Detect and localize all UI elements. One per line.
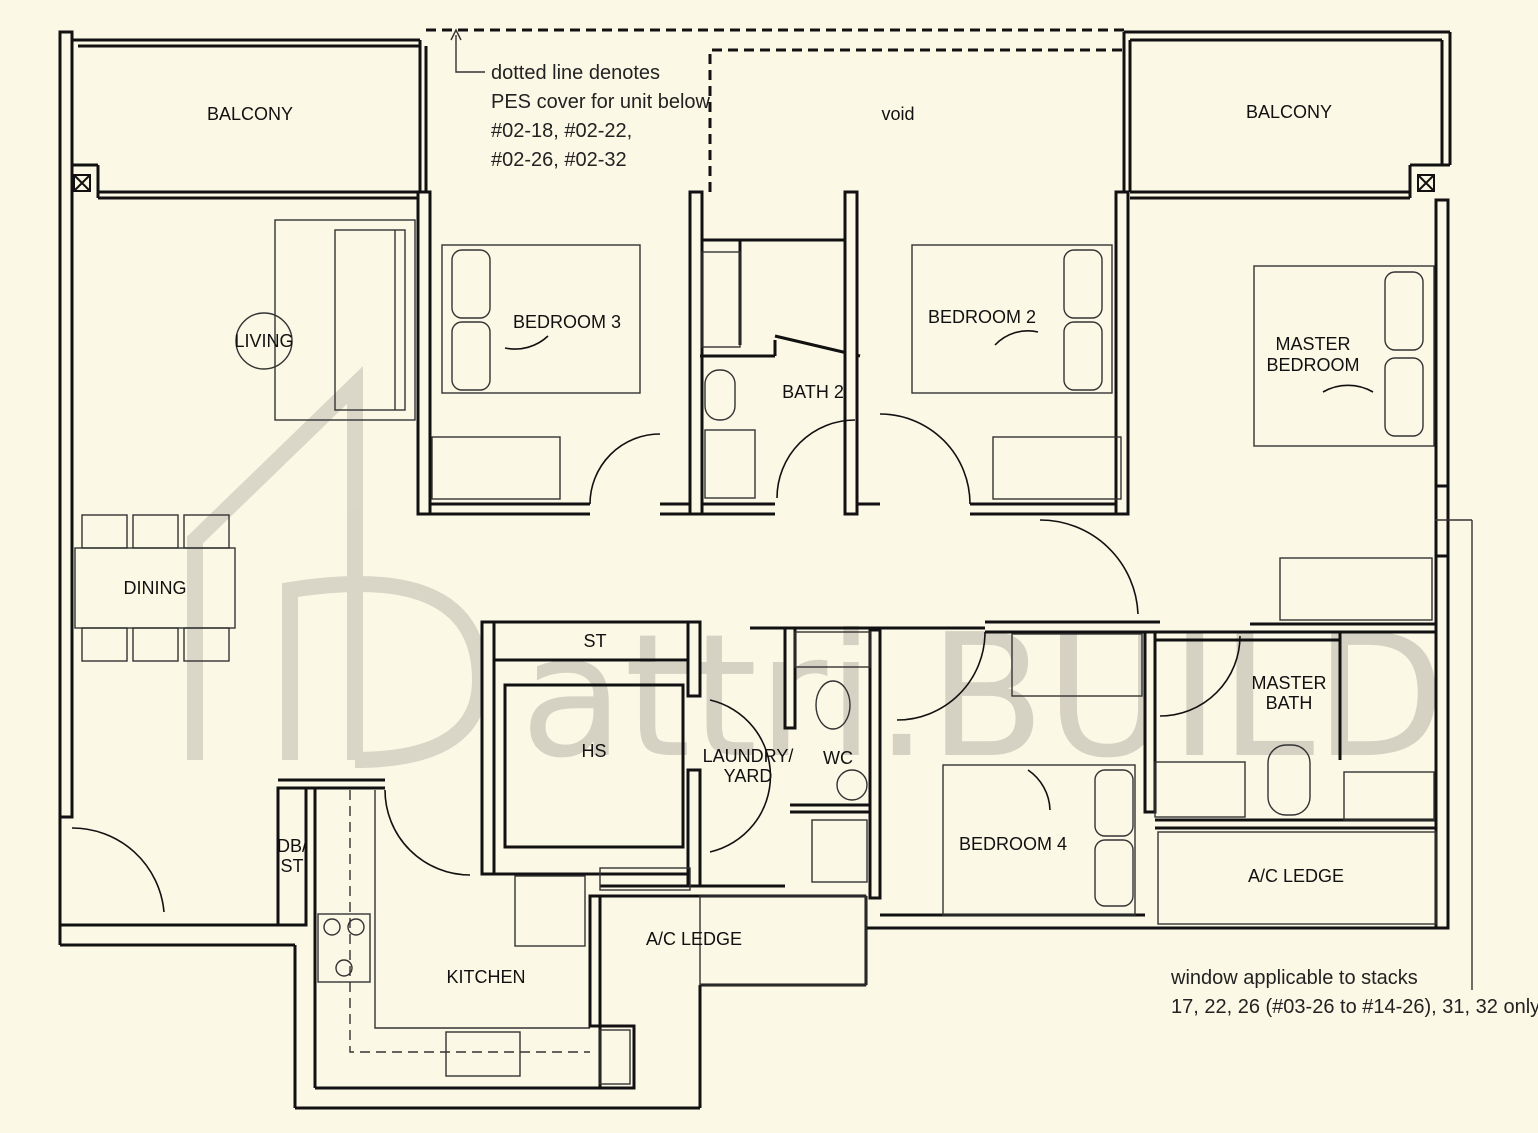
label-dining: DINING — [124, 578, 187, 598]
label-dbst-2: ST — [280, 856, 303, 876]
note-window-2: 17, 22, 26 (#03-26 to #14-26), 31, 32 on… — [1171, 996, 1538, 1018]
label-master-bath-1: MASTER — [1251, 673, 1326, 693]
label-st: ST — [583, 631, 606, 651]
label-dbst-1: DB/ — [277, 836, 307, 856]
label-bedroom2: BEDROOM 2 — [928, 307, 1036, 327]
note-pes-2: PES cover for unit below — [491, 91, 711, 113]
label-laundry-1: LAUNDRY/ — [703, 746, 794, 766]
walls — [58, 28, 1452, 1110]
note-pes-3: #02-18, #02-22, — [491, 120, 632, 142]
note-pes-4: #02-26, #02-32 — [491, 149, 627, 171]
label-hs: HS — [581, 741, 606, 761]
label-master-bedroom-1: MASTER — [1275, 334, 1350, 354]
label-bath2: BATH 2 — [782, 382, 844, 402]
living-marker — [235, 312, 293, 370]
label-balcony-left: BALCONY — [207, 104, 293, 124]
label-master-bath-2: BATH — [1266, 693, 1313, 713]
label-balcony-right: BALCONY — [1246, 102, 1332, 122]
label-bedroom4: BEDROOM 4 — [959, 834, 1067, 854]
notes: dotted line denotes PES cover for unit b… — [491, 62, 1538, 1018]
label-ac-ledge-right: A/C LEDGE — [1248, 866, 1344, 886]
label-wc: WC — [823, 748, 853, 768]
furniture — [74, 28, 1473, 1085]
columns — [73, 174, 1435, 192]
note-window-1: window applicable to stacks — [1170, 967, 1418, 989]
label-bedroom3: BEDROOM 3 — [513, 312, 621, 332]
door-swings — [71, 330, 1374, 913]
room-labels: BALCONY void BALCONY LIVING DINING BEDRO… — [124, 102, 1360, 987]
note-pes-1: dotted line denotes — [491, 62, 660, 84]
label-void: void — [881, 104, 914, 124]
label-ac-ledge-mid: A/C LEDGE — [646, 929, 742, 949]
label-kitchen: KITCHEN — [446, 967, 525, 987]
label-living: LIVING — [234, 331, 293, 351]
label-master-bedroom-2: BEDROOM — [1266, 355, 1359, 375]
label-laundry-2: YARD — [724, 766, 773, 786]
